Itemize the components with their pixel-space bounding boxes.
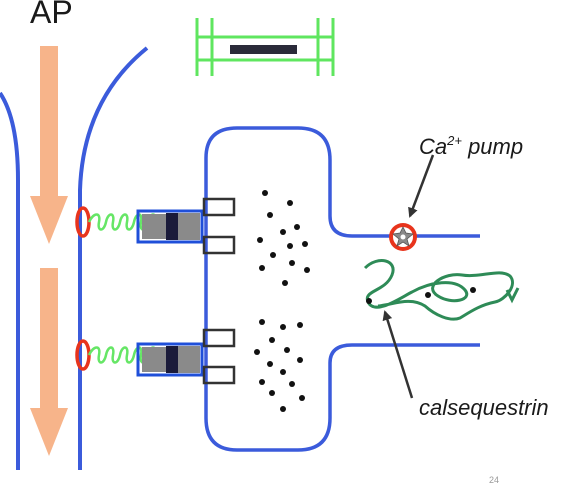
calsequestrin-strand	[363, 259, 514, 321]
calcium-ions-upper	[257, 190, 310, 286]
calsequestrin-label: calsequestrin	[419, 395, 549, 420]
ap-arrow-lower	[30, 268, 68, 456]
myosin-filament	[230, 45, 297, 54]
t-tubule-right-membrane	[78, 46, 149, 470]
calsequestrin-pointer-arrow	[382, 310, 414, 399]
ryanodine-receptor-upper	[136, 197, 236, 255]
ca-pump-label-suffix: pump	[461, 134, 524, 159]
page-number: 24	[489, 475, 500, 485]
ca-pump-pointer-arrow	[408, 154, 435, 218]
sarcoplasmic-reticulum-membrane	[204, 126, 480, 452]
calsequestrin-bound-calcium	[366, 287, 476, 304]
ca-pump-label-charge: 2+	[447, 133, 462, 148]
ca-pump-label: Ca2+ pump	[419, 128, 523, 160]
calsequestrin-tail	[505, 287, 520, 304]
calcium-ions-lower	[254, 319, 305, 412]
t-tubule-left-membrane	[0, 91, 20, 470]
ryanodine-receptor-lower	[136, 328, 236, 385]
ap-arrow-upper	[30, 46, 68, 244]
ca-pump-label-prefix: Ca	[419, 134, 448, 159]
ca-pump-icon	[389, 223, 417, 251]
ap-label: AP	[30, 0, 73, 30]
sarcomere-icon	[195, 18, 335, 76]
